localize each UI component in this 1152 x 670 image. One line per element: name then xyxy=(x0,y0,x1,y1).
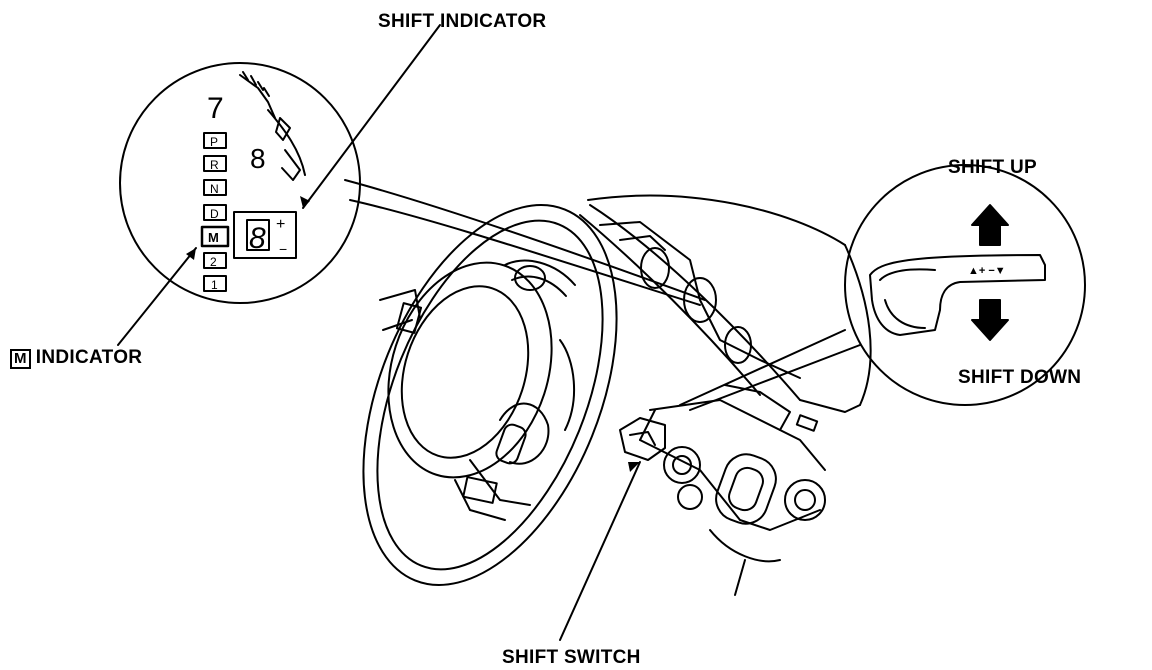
gear-label-1: 1 xyxy=(211,278,218,292)
gear-box-r xyxy=(203,155,227,172)
m-indicator-box: M xyxy=(10,349,31,369)
dashboard-drawing xyxy=(579,194,872,432)
gear-box-d xyxy=(203,204,227,221)
gear-label-m: M xyxy=(208,230,219,245)
gear-box-n xyxy=(203,179,227,196)
label-shift-up: SHIFT UP xyxy=(948,157,1037,178)
label-shift-switch: SHIFT SWITCH xyxy=(502,647,641,668)
paddle-symbols: ▲+ −▼ xyxy=(968,265,1006,277)
digital-gear-digit: 8 xyxy=(249,222,266,255)
m-indicator-text: INDICATOR xyxy=(35,347,143,368)
gauge-inset xyxy=(119,62,361,304)
shift-minus-sign: − xyxy=(279,241,287,257)
paddle-inset xyxy=(844,164,1086,406)
gear-box-1 xyxy=(203,275,227,292)
gear-label-n: N xyxy=(210,182,219,196)
gear-label-r: R xyxy=(210,158,219,172)
leader-lines xyxy=(117,24,861,641)
gear-label-p: P xyxy=(210,135,218,149)
gear-label-2: 2 xyxy=(210,255,217,269)
tach-number-8: 8 xyxy=(250,143,266,174)
gear-box-p xyxy=(203,132,227,149)
steering-column-drawing xyxy=(619,399,826,596)
label-shift-indicator: SHIFT INDICATOR xyxy=(378,11,547,32)
gear-label-d: D xyxy=(210,207,219,221)
tach-number-7: 7 xyxy=(207,92,224,125)
gear-box-2 xyxy=(203,252,227,269)
gear-box-m xyxy=(200,225,230,248)
label-shift-down: SHIFT DOWN xyxy=(958,367,1082,388)
arrowheads xyxy=(186,196,640,472)
steering-wheel-drawing xyxy=(362,204,618,586)
shift-plus-sign: + xyxy=(276,216,285,233)
